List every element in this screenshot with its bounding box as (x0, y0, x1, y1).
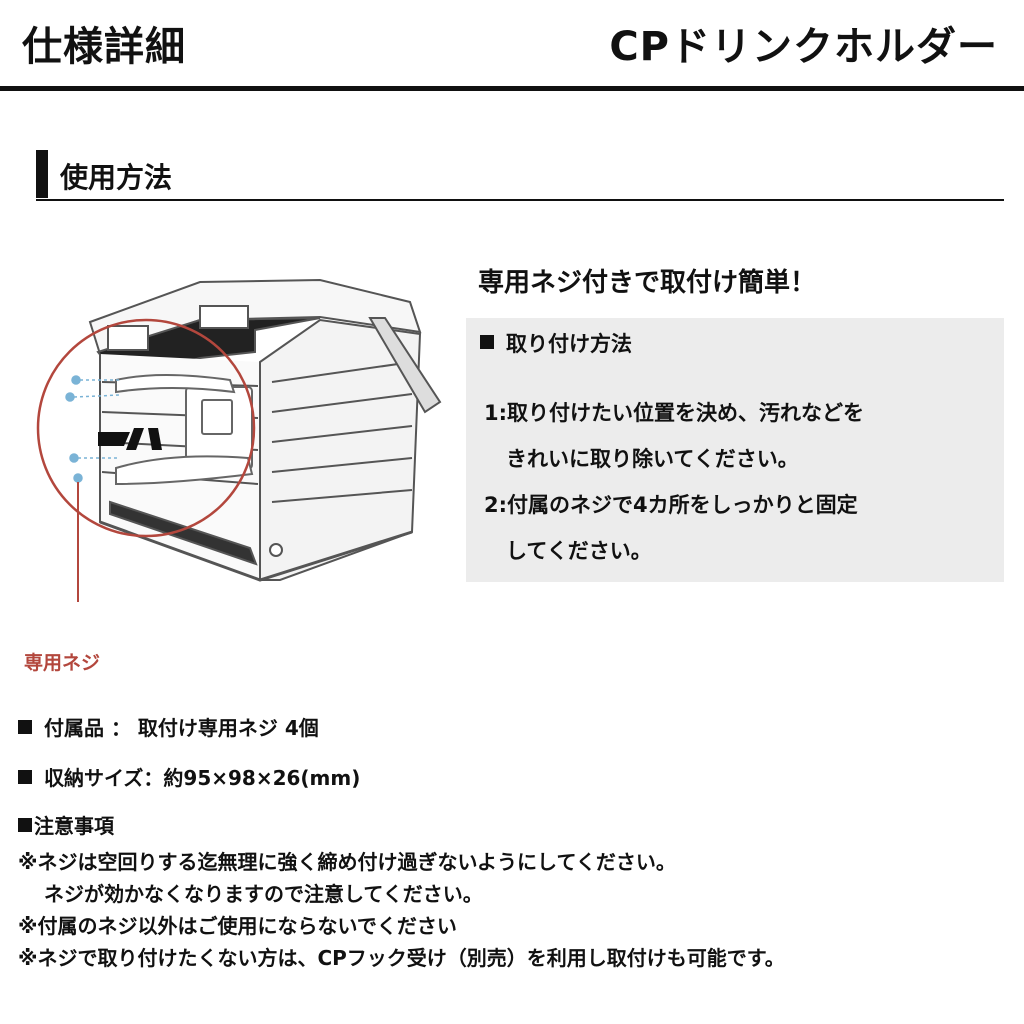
spec-size-text: 収納サイズ：約95×98×26(mm) (44, 766, 361, 790)
install-panel-title: 取り付け方法 (480, 328, 632, 358)
caution-title: 注意事項 (18, 810, 114, 839)
callout-label: 専用ネジ (24, 652, 101, 674)
step-1-line-1: 1:取り付けたい位置を決め、汚れなどを (484, 401, 865, 425)
section-marker (36, 150, 48, 198)
spec-title: 仕様詳細 (22, 24, 186, 70)
cooler-illustration (36, 278, 442, 602)
header-divider (0, 86, 1024, 91)
spec-accessory-text: 付属品 ： 取付け専用ネジ 4個 (44, 716, 319, 740)
drink-holder (115, 374, 254, 486)
callout-circle (36, 318, 256, 538)
bullet-square-icon (18, 818, 32, 832)
page-header: 仕様詳細 CPドリンクホルダー (0, 0, 1024, 92)
spec-accessory: 付属品 ： 取付け専用ネジ 4個 (18, 712, 319, 741)
caution-line-3: ※付属のネジ以外はご使用にならないでください (18, 914, 457, 938)
install-panel: 取り付け方法 1:取り付けたい位置を決め、汚れなどを きれいに取り除いてください… (466, 318, 1004, 582)
bullet-square-icon (18, 720, 32, 734)
install-step-2: 2:付属のネジで4カ所をしっかりと固定 してください。 (484, 482, 858, 574)
install-panel-title-text: 取り付け方法 (506, 332, 632, 356)
install-headline: 専用ネジ付きで取付け簡単！ (478, 268, 817, 298)
caution-line-1: ※ネジは空回りする迄無理に強く締め付け過ぎないようにしてください。 (18, 850, 676, 874)
screw-icons (65, 375, 121, 483)
section-title: 使用方法 (60, 161, 173, 194)
section-divider (36, 199, 1004, 201)
step-1-line-2: きれいに取り除いてください。 (506, 447, 799, 471)
product-title: CPドリンクホルダー (609, 24, 998, 70)
caution-line-2: ネジが効かなくなりますので注意してください。 (44, 882, 483, 906)
caution-title-text: 注意事項 (34, 814, 114, 838)
brand-mark (98, 428, 162, 450)
step-2-line-1: 2:付属のネジで4カ所をしっかりと固定 (484, 493, 858, 517)
install-step-1: 1:取り付けたい位置を決め、汚れなどを きれいに取り除いてください。 (484, 390, 864, 482)
caution-line-4: ※ネジで取り付けたくない方は、CPフック受け（別売）を利用し取付けも可能です。 (18, 946, 785, 970)
bullet-square-icon (18, 770, 32, 784)
step-2-line-2: してください。 (506, 539, 652, 563)
spec-size: 収納サイズ：約95×98×26(mm) (18, 762, 360, 791)
bullet-square-icon (480, 335, 494, 349)
